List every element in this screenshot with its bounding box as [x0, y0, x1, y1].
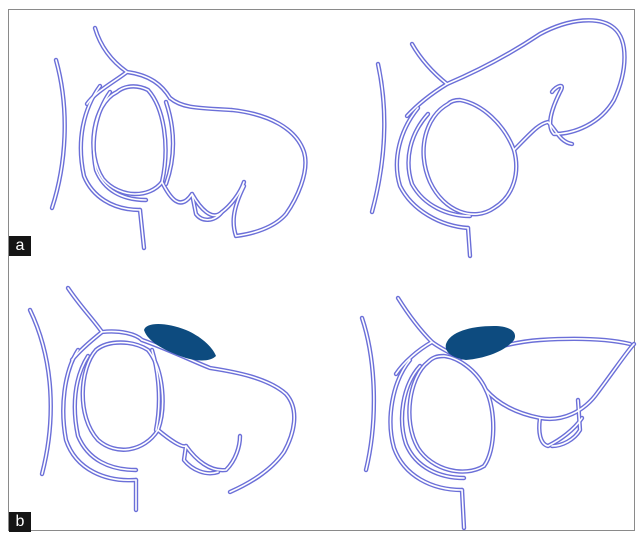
- panel-b-label: b: [9, 512, 31, 532]
- panel-a-label: a: [9, 236, 31, 256]
- panel-b-left-knee-drawing: [30, 288, 294, 510]
- panel-a-right-knee-drawing: [372, 20, 625, 256]
- effusion-shape-right: [446, 326, 515, 360]
- panel-a-left-knee-drawing: [52, 28, 305, 248]
- panel-b-right-knee-drawing: [362, 298, 634, 528]
